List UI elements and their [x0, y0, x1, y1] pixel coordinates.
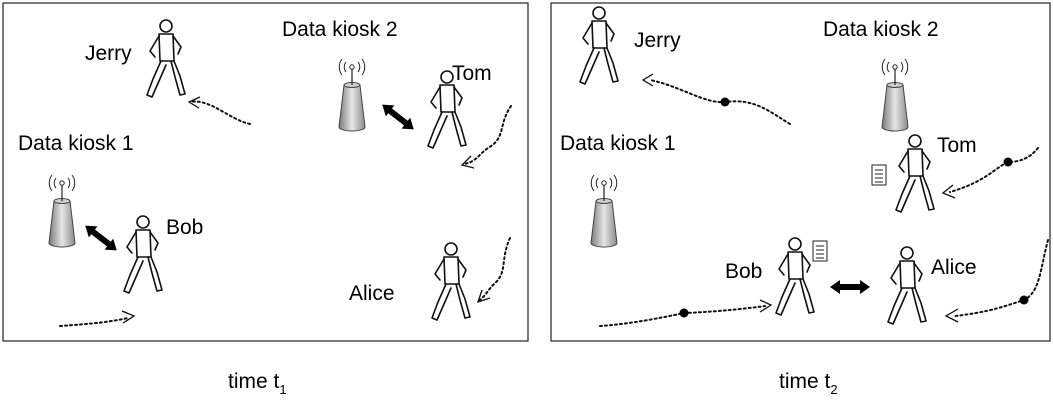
document-icon	[812, 240, 828, 262]
caption-time-t1: time t1	[228, 370, 287, 397]
panel-frame	[2, 2, 529, 342]
panel-frame	[550, 2, 1051, 342]
person-jerry-icon	[579, 6, 619, 85]
label-bob: Bob	[725, 260, 762, 283]
exchange-arrow-icon	[830, 280, 870, 294]
data-kiosk-2-icon	[338, 58, 366, 132]
panel-time-t1: Jerry Data kiosk 2 Tom Data kiosk 1 Bob …	[2, 2, 529, 397]
arrowhead-icon	[759, 299, 773, 313]
label-bob: Bob	[166, 216, 203, 239]
trajectory-alice	[479, 237, 511, 301]
label-data-kiosk-1: Data kiosk 1	[18, 132, 134, 155]
position-dot	[720, 97, 730, 107]
arrowhead-icon	[187, 96, 201, 109]
position-dot	[1003, 157, 1013, 167]
arrowhead-icon	[944, 308, 959, 323]
label-jerry: Jerry	[85, 42, 132, 65]
person-bob-icon	[775, 237, 815, 316]
label-data-kiosk-2: Data kiosk 2	[823, 18, 939, 41]
trajectory-bob	[59, 317, 129, 327]
label-data-kiosk-2: Data kiosk 2	[282, 18, 398, 41]
trajectory-tom	[463, 105, 512, 165]
label-tom: Tom	[452, 62, 492, 85]
arrowhead-icon	[460, 155, 475, 169]
person-jerry-icon	[146, 19, 186, 98]
person-alice-icon	[431, 242, 471, 321]
data-kiosk-1-icon	[590, 174, 618, 248]
data-kiosk-2-icon	[881, 58, 909, 132]
label-data-kiosk-1: Data kiosk 1	[560, 132, 676, 155]
trajectory-jerry	[649, 79, 791, 125]
label-alice: Alice	[931, 256, 977, 279]
label-jerry: Jerry	[634, 29, 681, 52]
arrowhead-icon	[476, 289, 491, 304]
label-tom: Tom	[937, 134, 977, 157]
trajectory-jerry	[189, 100, 251, 125]
position-dot	[1019, 295, 1029, 305]
arrowhead-icon	[641, 73, 654, 87]
exchange-arrow-icon	[377, 99, 419, 135]
position-dot	[679, 308, 689, 318]
label-alice: Alice	[349, 282, 395, 305]
caption-time-t2: time t2	[779, 370, 838, 397]
panel-time-t2: Jerry Data kiosk 2 Tom Data kiosk 1 Bob …	[550, 2, 1051, 397]
person-alice-icon	[887, 246, 927, 325]
person-bob-icon	[123, 215, 163, 294]
person-tom-icon	[895, 134, 935, 213]
arrowhead-icon	[941, 184, 956, 199]
document-icon	[871, 164, 887, 186]
exchange-arrow-icon	[80, 220, 122, 256]
arrowhead-icon	[121, 310, 136, 324]
data-kiosk-1-icon	[48, 174, 76, 248]
